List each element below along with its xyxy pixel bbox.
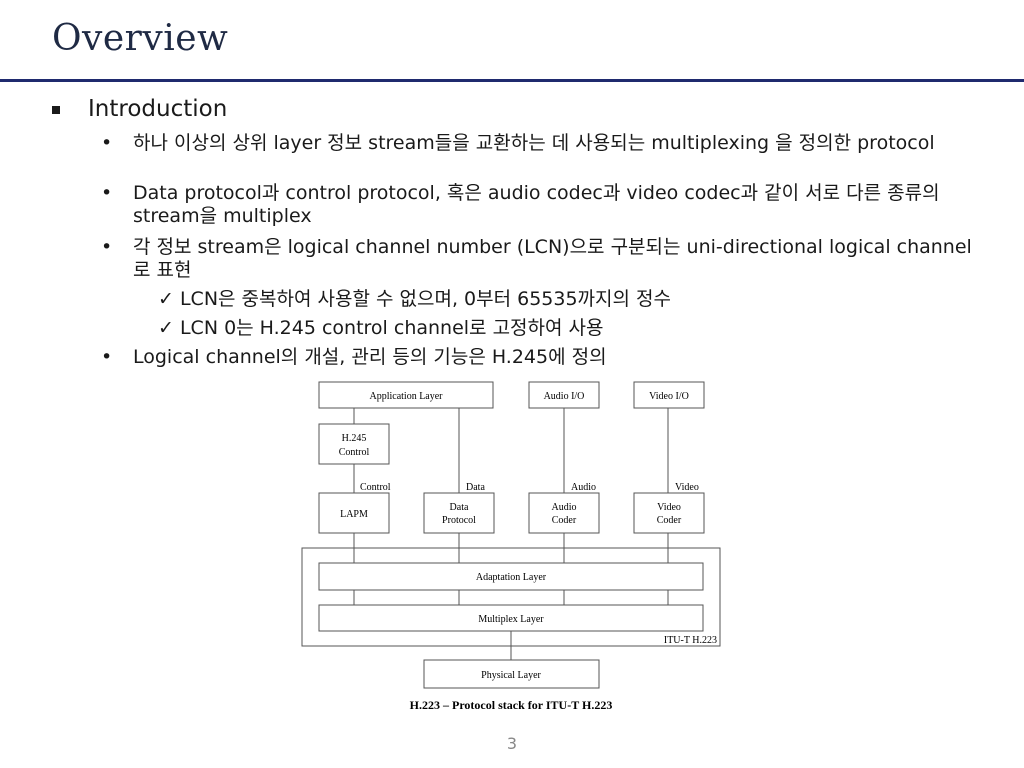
- bullet-item: Data protocol과 control protocol, 혹은 audi…: [133, 182, 940, 227]
- data-channel-label: Data: [466, 482, 485, 493]
- video-io-label: Video I/O: [649, 391, 689, 402]
- data-protocol-label: Data: [450, 502, 469, 513]
- bullet-dot-icon: •: [101, 182, 113, 204]
- page-number: 3: [506, 734, 518, 753]
- bullet-dot-icon: •: [101, 236, 113, 258]
- check-item-text: LCN은 중복하여 사용할 수 없으며, 0부터 65535까지의 정수: [179, 288, 672, 310]
- audio-io-label: Audio I/O: [544, 391, 585, 402]
- h245-control-label: H.245: [342, 433, 367, 444]
- bullet-item: 하나 이상의 상위 layer 정보 stream들을 교환하는 데 사용되는 …: [133, 132, 935, 154]
- video-channel-label: Video: [675, 482, 699, 493]
- audio-coder-label: Audio: [552, 502, 577, 513]
- video-coder-label-2: Coder: [657, 515, 682, 526]
- adaptation-layer-label: Adaptation Layer: [476, 572, 547, 583]
- checkmark-icon: ✓: [158, 288, 180, 310]
- check-item: ✓ LCN 0는 H.245 control channel로 고정하여 사용: [158, 317, 958, 340]
- diagram-caption: H.223 – Protocol stack for ITU-T H.223: [410, 698, 613, 712]
- square-bullet-icon: [52, 106, 60, 114]
- itu-label: ITU-T H.223: [664, 635, 717, 646]
- audio-coder-label-2: Coder: [552, 515, 577, 526]
- multiplex-layer-label: Multiplex Layer: [478, 614, 544, 625]
- checkmark-icon: ✓: [158, 317, 180, 339]
- bullet-item: 각 정보 stream은 logical channel number (LCN…: [133, 236, 972, 281]
- audio-channel-label: Audio: [571, 482, 596, 493]
- slide-title: Overview: [52, 18, 229, 59]
- lapm-label: LAPM: [340, 509, 368, 520]
- check-item-text: LCN 0는 H.245 control channel로 고정하여 사용: [179, 317, 604, 339]
- bullet-item: Logical channel의 개설, 관리 등의 기능은 H.245에 정의: [133, 346, 607, 368]
- h245-control-label-2: Control: [339, 447, 370, 458]
- check-item: ✓ LCN은 중복하여 사용할 수 없으며, 0부터 65535까지의 정수: [158, 288, 958, 311]
- title-divider: [0, 79, 1024, 82]
- data-protocol-label-2: Protocol: [442, 515, 476, 526]
- bullet-dot-icon: •: [101, 346, 113, 368]
- application-layer-label: Application Layer: [369, 391, 443, 402]
- control-channel-label: Control: [360, 482, 391, 493]
- bullet-dot-icon: •: [101, 132, 113, 154]
- heading-introduction: Introduction: [88, 96, 228, 122]
- physical-layer-label: Physical Layer: [481, 670, 541, 681]
- video-coder-label: Video: [657, 502, 681, 513]
